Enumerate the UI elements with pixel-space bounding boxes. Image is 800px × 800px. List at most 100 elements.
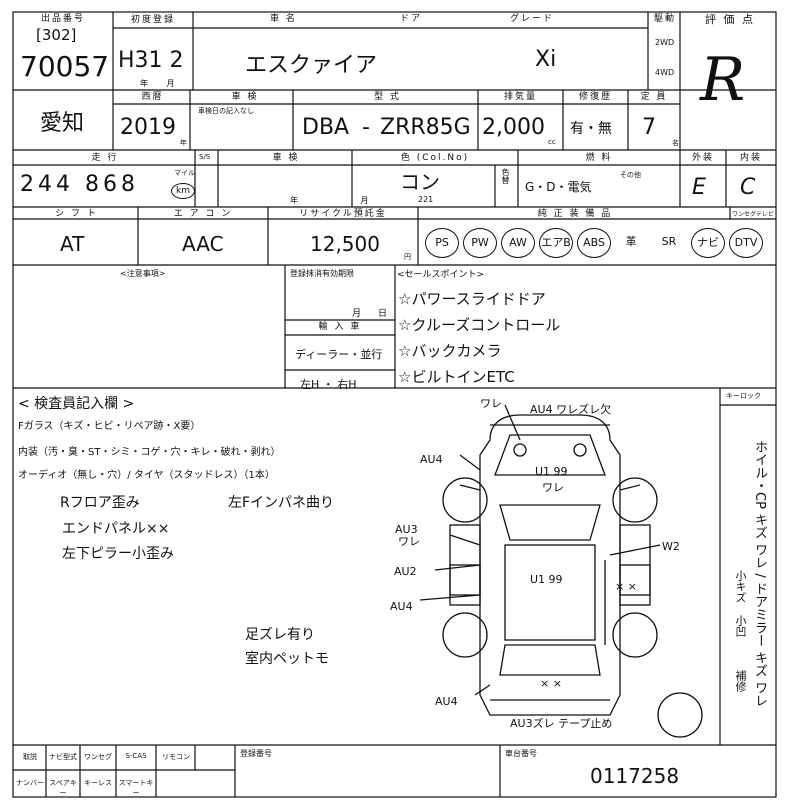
import-label: 輸 入 車 <box>318 322 362 332</box>
capacity-unit: 名 <box>672 139 679 147</box>
footer-item: スペアキー <box>49 779 77 797</box>
recycle-value: 12,500 <box>310 232 380 256</box>
diagram-label: ワレ <box>398 535 420 548</box>
history-value: 有・無 <box>570 121 612 137</box>
interior-label: 内装 <box>739 153 762 163</box>
equipment-item: SR <box>661 235 677 248</box>
first-reg-value: H31 2 <box>118 48 184 73</box>
diagram-label: U1 99 <box>535 465 568 478</box>
sales-points: ☆パワースライドドア ☆クルーズコントロール ☆バックカメラ ☆ビルトインETC <box>398 286 560 390</box>
footer-item: S-CAS <box>125 752 147 760</box>
color-change-label: 色替 <box>501 168 510 184</box>
inspector-note: Rフロア歪み <box>60 495 140 511</box>
day-label: 日 <box>378 309 388 319</box>
footer-item: リモコン <box>162 753 190 761</box>
diagram-label: ワレ <box>480 397 502 410</box>
mileage-label: 走 行 <box>91 153 119 163</box>
interior-line: 内装（汚・臭・ST・シミ・コゲ・穴・キレ・破れ・剥れ） <box>18 447 281 458</box>
model-code: ZRR85G <box>380 115 471 140</box>
color-label: 色 (Col.No) <box>400 153 470 163</box>
right-sub-note: 小凹 <box>734 615 747 637</box>
exterior-value: E <box>692 175 706 200</box>
diagram-label: AU3ズレ テープ止め <box>510 716 612 730</box>
footer-item: キーレス <box>84 779 112 787</box>
fuel-options: G・D・電気 <box>525 180 592 194</box>
first-reg-unit: 年 月 <box>140 79 183 88</box>
year-unit: 年 <box>180 139 187 147</box>
ac-label: エ ア コ ン <box>173 209 233 219</box>
reg-label: 登録番号 <box>240 749 272 758</box>
diagram-label: ワレ <box>542 481 564 494</box>
fuel-other: その他 <box>620 171 641 179</box>
vehicle-label: 車 検 <box>272 153 300 163</box>
history-label: 修復歴 <box>578 92 612 102</box>
first-reg-label: 初度登録 <box>130 15 175 25</box>
inspector-note: 左下ピラー小歪み <box>62 546 174 562</box>
footer-item: スマートキー <box>118 779 154 797</box>
mileage-unit-km: km <box>171 183 195 199</box>
grade-value: Xi <box>535 47 557 72</box>
frame-number: 0117258 <box>590 764 680 788</box>
equipment-item: DTV <box>729 228 763 258</box>
shift-label: シ フ ト <box>55 209 98 219</box>
equipment-item: AW <box>501 228 535 258</box>
diagram-label: AU3 <box>395 523 418 536</box>
diagram-label: AU2 <box>394 565 417 578</box>
color-value: コン <box>400 170 440 194</box>
model-dash: - <box>362 115 370 140</box>
displacement-unit: cc <box>548 138 556 146</box>
equip-label: 純 正 装 備 品 <box>537 209 613 219</box>
sales-point: ☆バックカメラ <box>398 342 502 360</box>
capacity-label: 定 員 <box>640 92 668 102</box>
audio-tire-line: オーディオ（無し・穴）/ タイヤ（スタッドレス）（1本） <box>18 470 275 481</box>
equipment-item: ナビ <box>691 228 725 258</box>
drive-label: 駆動 <box>653 14 676 24</box>
car-diagram: ワレ AU4 ワレズレ欠 AU4 U1 99 ワレ AU3 ワレ AU2 W2 … <box>390 397 703 738</box>
equipment-item: エアB <box>539 228 573 258</box>
footer-item: ナンバー <box>16 779 44 787</box>
diagram-label: AU4 <box>390 600 413 613</box>
diagram-label: × × <box>540 677 562 690</box>
inspector-note: 左Fインパネ曲り <box>228 495 335 511</box>
displacement-label: 排気量 <box>503 92 537 102</box>
year-label: 西暦 <box>141 92 164 102</box>
sales-label: <セールスポイント> <box>397 270 485 280</box>
steering-side: 左H ・ 右H <box>300 378 357 391</box>
recycle-unit: 円 <box>404 253 411 261</box>
diagram-label: AU4 <box>420 453 443 466</box>
diagram-label: W2 <box>662 540 680 553</box>
diagram-label: U1 99 <box>530 573 563 586</box>
model-prefix: DBA <box>302 115 350 140</box>
footer-item: ワンセグ <box>84 753 112 761</box>
ac-value: AAC <box>182 232 224 256</box>
inspector-note: エンドパネル×× <box>62 521 170 537</box>
inspector-note: 足ズレ有り <box>245 627 315 643</box>
capacity-value: 7 <box>642 115 656 140</box>
interior-value: C <box>740 175 756 200</box>
inspection-label: 車 検 <box>231 92 259 102</box>
equipment-item: ABS <box>577 228 611 258</box>
s-label: S/S <box>199 153 211 161</box>
fuel-label: 燃 料 <box>585 153 613 163</box>
glass-line: Fガラス（キズ・ヒビ・リペア跡・X要） <box>18 421 201 432</box>
drive-4wd: 4WD <box>655 68 675 77</box>
mileage-value: 244 868 <box>20 172 139 197</box>
sales-point: ☆クルーズコントロール <box>398 316 561 334</box>
score-label: 評 価 点 <box>705 13 755 26</box>
sales-point: ☆ビルトインETC <box>398 368 515 386</box>
recycle-label: リサイクル預託金 <box>299 209 387 219</box>
sales-point: ☆パワースライドドア <box>398 290 546 308</box>
name-label: 車 名 <box>270 14 297 24</box>
lot-number: 70057 <box>20 50 110 83</box>
diagram-label: AU4 ワレズレ欠 <box>530 402 611 416</box>
displacement-value: 2,000 <box>482 115 545 140</box>
drive-2wd: 2WD <box>655 38 675 47</box>
grade-label: グレード <box>510 14 555 24</box>
inspector-note: 室内ペットモ <box>245 651 329 667</box>
diagram-label: × × <box>615 580 637 593</box>
score-value: R <box>700 45 746 115</box>
footer-item: 取説 <box>23 753 37 761</box>
right-vertical-note: ホイル・CP キズ ワレ / ドアミラー キズ ワレ <box>752 440 767 708</box>
